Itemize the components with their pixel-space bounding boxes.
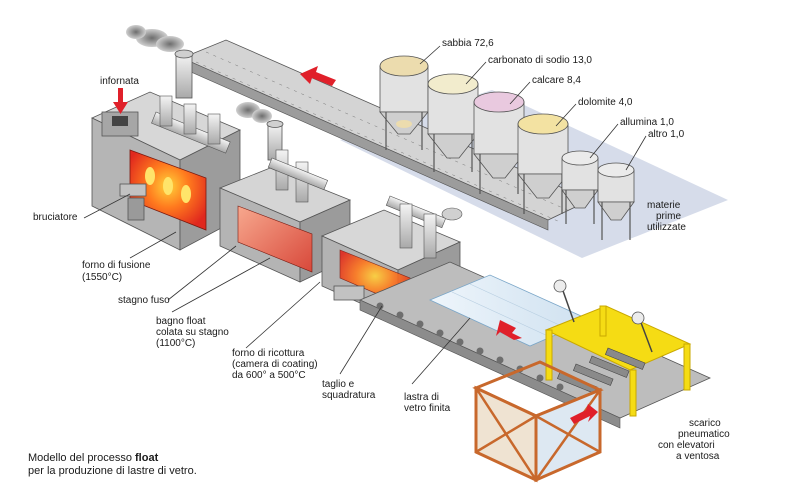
lifting-frame bbox=[544, 305, 692, 417]
label-silo-dolomite: dolomite 4,0 bbox=[578, 97, 633, 108]
label-taglio-2: squadratura bbox=[322, 390, 376, 401]
label-scarico-2: pneumatico bbox=[678, 429, 730, 440]
label-forno-fusione-2: (1550°C) bbox=[82, 272, 123, 283]
label-forno-ricottura-3: da 600° a 500°C bbox=[232, 370, 306, 381]
label-silo-altro: altro 1,0 bbox=[648, 129, 685, 140]
label-scarico-3: con elevatori bbox=[658, 440, 715, 451]
conveyor-direction-arrow bbox=[300, 66, 336, 86]
melting-furnace bbox=[91, 91, 241, 251]
label-forno-fusione-1: forno di fusione bbox=[82, 260, 151, 271]
caption-bold: float bbox=[135, 452, 159, 464]
label-bruciatore: bruciatore bbox=[33, 212, 78, 223]
silo-allumina bbox=[561, 150, 599, 224]
silo-sabbia bbox=[379, 55, 429, 150]
chimney bbox=[174, 49, 284, 161]
caption-prefix: Modello del processo bbox=[28, 452, 136, 464]
infornata-arrow bbox=[113, 88, 128, 114]
label-bagno-float-1: bagno float bbox=[156, 316, 206, 327]
label-forno-ricottura-2: (camera di coating) bbox=[232, 359, 318, 370]
figure-caption: Modello del processo float per la produz… bbox=[28, 452, 197, 478]
label-materie-3: utilizzate bbox=[647, 222, 686, 233]
label-silo-calcare: calcare 8,4 bbox=[532, 75, 581, 86]
label-taglio-1: taglio e bbox=[322, 379, 355, 390]
label-lastra-1: lastra di bbox=[404, 392, 440, 403]
caption-line2: per la produzione di lastre di vetro. bbox=[28, 465, 197, 477]
leader-lines bbox=[83, 45, 647, 385]
label-bagno-float-3: (1100°C) bbox=[156, 338, 196, 349]
suction-lifters bbox=[553, 279, 653, 353]
label-silo-sabbia: sabbia 72,6 bbox=[442, 38, 494, 49]
unload-rollers bbox=[556, 347, 646, 394]
label-materie-1: materie bbox=[647, 200, 681, 211]
silo-altro bbox=[597, 162, 635, 240]
label-bagno-float-2: colata su stagno bbox=[156, 327, 229, 338]
unload-direction-arrow bbox=[570, 404, 598, 424]
label-stagno-fuso: stagno fuso bbox=[118, 295, 170, 306]
silo-calcare bbox=[473, 91, 525, 194]
label-scarico-4: a ventosa bbox=[676, 451, 720, 462]
label-infornata: infornata bbox=[100, 76, 139, 87]
label-forno-ricottura-1: forno di ricottura bbox=[232, 348, 305, 359]
label-lastra-2: vetro finita bbox=[404, 403, 451, 414]
glass-crate bbox=[472, 360, 604, 483]
silos-group bbox=[379, 55, 635, 240]
glass-direction-arrow bbox=[496, 320, 522, 340]
label-silo-carbonato: carbonato di sodio 13,0 bbox=[488, 55, 592, 66]
label-scarico-1: scarico bbox=[689, 418, 721, 429]
label-materie-2: prime bbox=[656, 211, 682, 222]
smoke-clouds bbox=[126, 25, 272, 123]
silo-dolomite bbox=[517, 113, 569, 214]
label-silo-allumina: allumina 1,0 bbox=[620, 117, 674, 128]
silo-carbonato bbox=[427, 73, 479, 172]
